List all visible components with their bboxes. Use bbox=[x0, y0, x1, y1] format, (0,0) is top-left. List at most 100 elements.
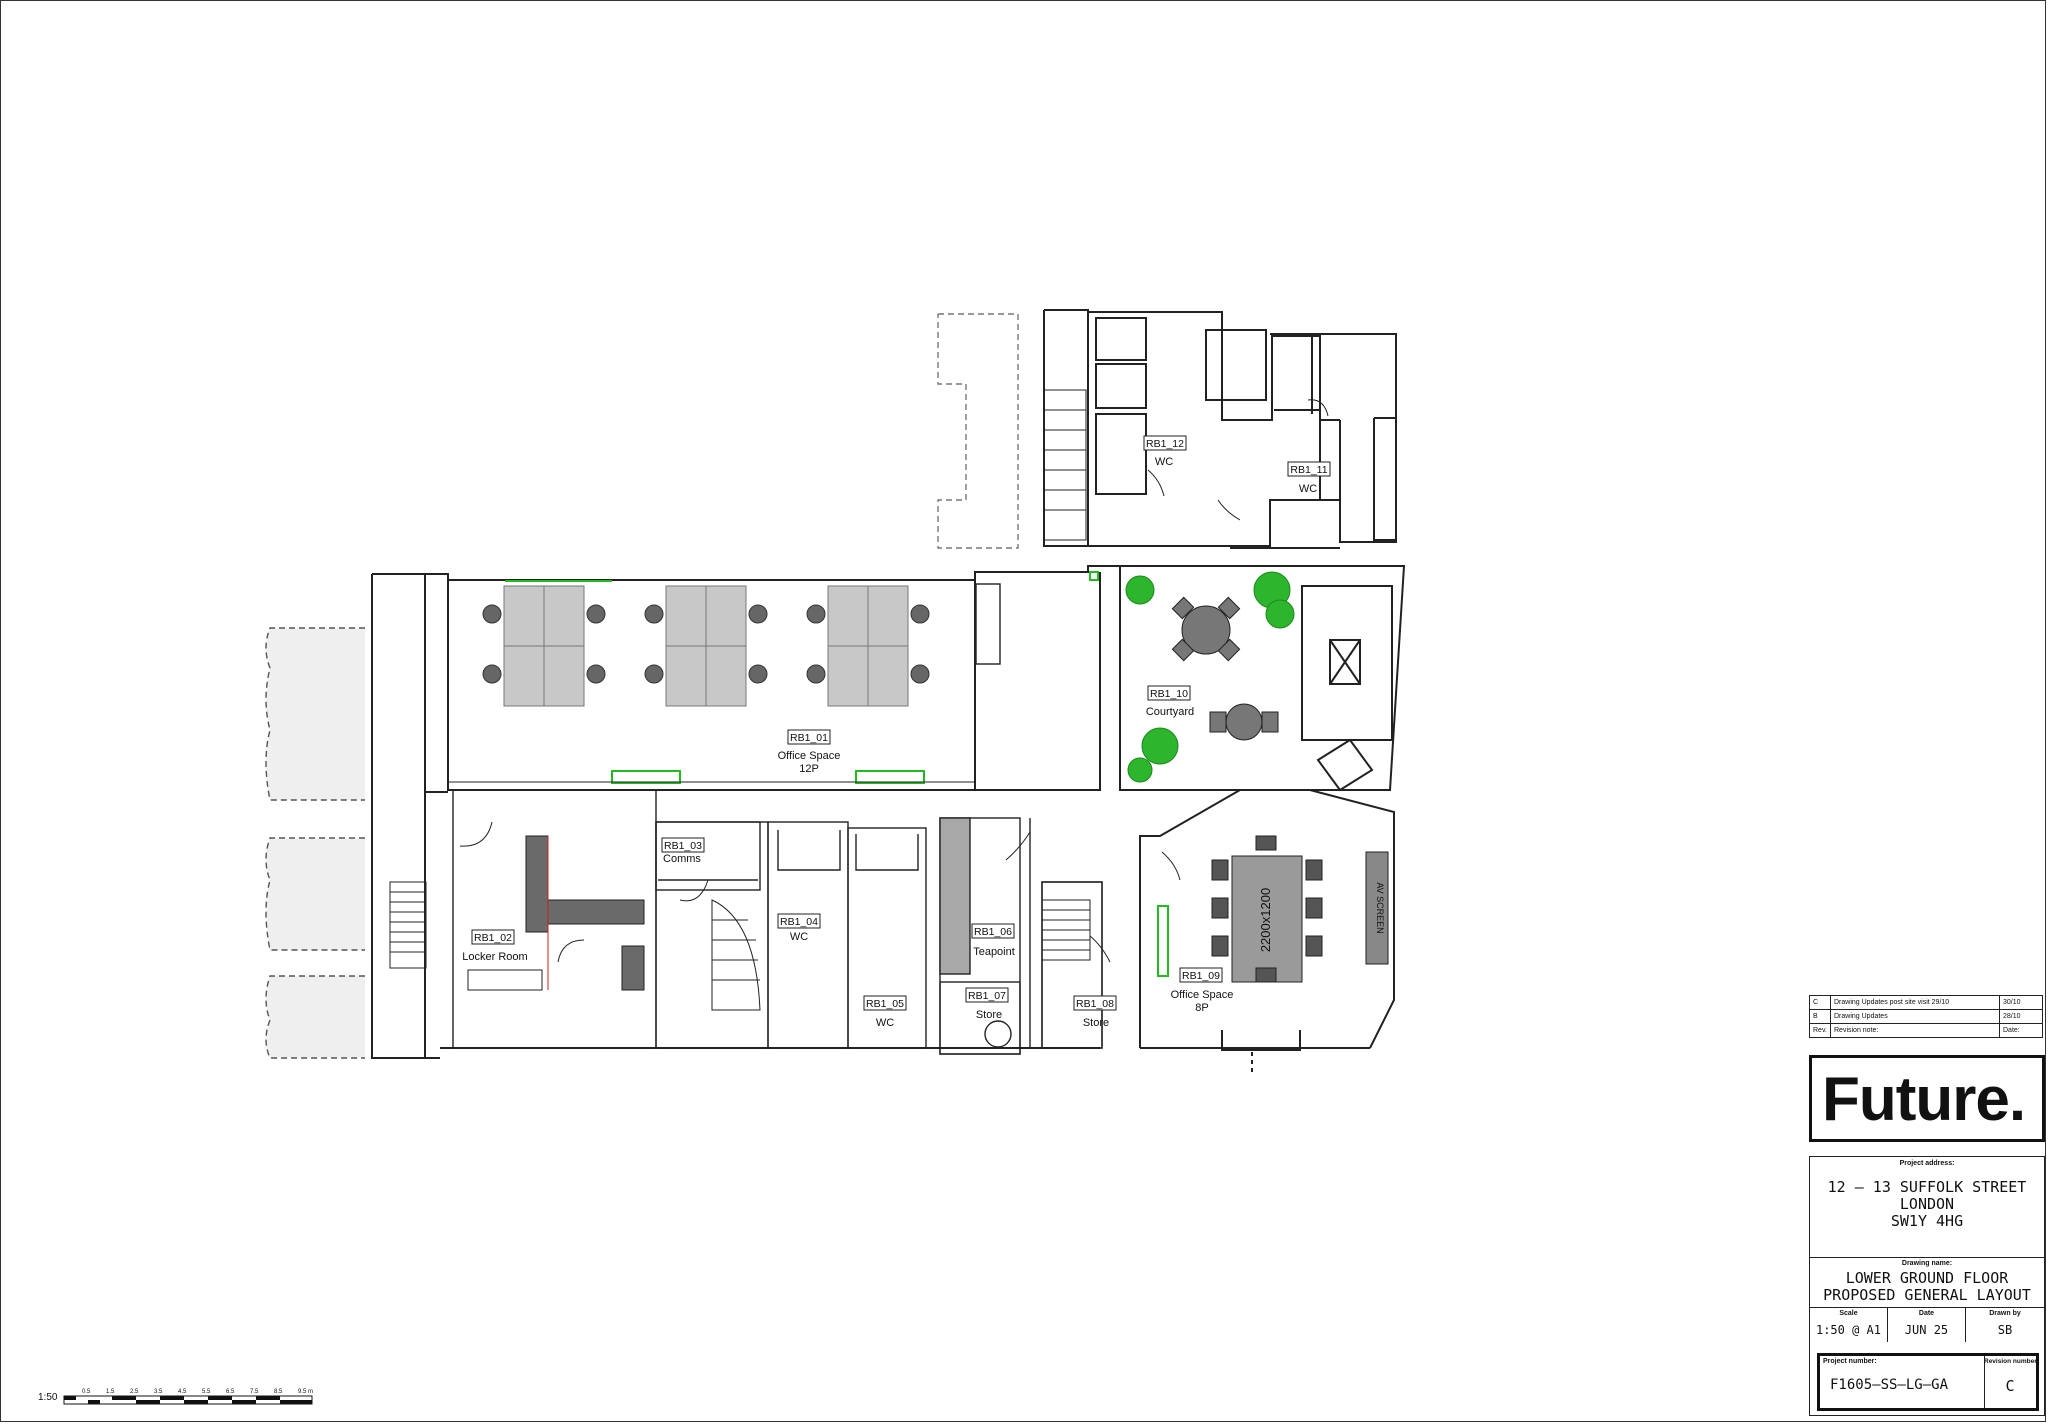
table-size-label: 2200x1200 bbox=[1258, 888, 1273, 952]
stairs bbox=[389, 389, 1091, 1011]
address-line: SW1Y 4HG bbox=[1890, 1212, 1964, 1230]
revision-number-cell: Revision number: C bbox=[1984, 1356, 2039, 1408]
svg-text:RB1_08: RB1_08 bbox=[1076, 998, 1114, 1010]
desk-chairs bbox=[482, 604, 930, 684]
address-line: LONDON bbox=[1899, 1195, 1955, 1213]
project-address: 12 – 13 SUFFOLK STREET LONDON SW1Y 4HG bbox=[1810, 1179, 2044, 1230]
scale-bar-label: 1:50 bbox=[38, 1392, 58, 1403]
date-value: JUN 25 bbox=[1904, 1323, 1949, 1337]
courtyard-furniture bbox=[1171, 596, 1279, 741]
svg-text:RB1_03: RB1_03 bbox=[664, 840, 702, 852]
svg-text:WC: WC bbox=[790, 931, 808, 943]
svg-text:RB1_02: RB1_02 bbox=[474, 932, 512, 944]
plants bbox=[1125, 571, 1295, 783]
svg-text:RB1_11: RB1_11 bbox=[1290, 464, 1327, 476]
svg-text:RB1_10: RB1_10 bbox=[1150, 688, 1188, 700]
svg-text:RB1_09: RB1_09 bbox=[1182, 970, 1220, 982]
av-screen: AV SCREEN bbox=[1365, 851, 1389, 965]
drawn-by-caption: Drawn by bbox=[1989, 1310, 2021, 1317]
store-cylinder bbox=[984, 1020, 1012, 1048]
revision-number-value: C bbox=[2005, 1377, 2015, 1395]
room-tag-rb1-02: RB1_02 Locker Room bbox=[462, 929, 528, 963]
green-glazing bbox=[505, 571, 1169, 977]
room-tag-rb1-09: RB1_09 Office Space 8P bbox=[1171, 967, 1234, 1014]
svg-text:8P: 8P bbox=[1195, 1002, 1208, 1014]
svg-text:3.5: 3.5 bbox=[154, 1389, 163, 1395]
room-tag-rb1-01: RB1_01 Office Space 12P bbox=[778, 729, 841, 775]
office-shelf bbox=[975, 583, 1001, 665]
lockers bbox=[467, 835, 645, 991]
address-caption: Project address: bbox=[1899, 1160, 1955, 1167]
date-cell: Date JUN 25 bbox=[1888, 1308, 1966, 1342]
project-number-caption: Project number: bbox=[1823, 1358, 1877, 1365]
room-tag-rb1-08: RB1_08 Store bbox=[1073, 995, 1117, 1029]
av-screen-label: AV SCREEN bbox=[1375, 882, 1385, 933]
drawing-line: LOWER GROUND FLOOR bbox=[1845, 1269, 2009, 1287]
company-logo: Future. bbox=[1809, 1055, 2045, 1142]
drawing-meta-row: Scale 1:50 @ A1 Date JUN 25 Drawn by SB bbox=[1810, 1307, 2044, 1342]
svg-text:RB1_05: RB1_05 bbox=[866, 998, 904, 1010]
drawn-by-value: SB bbox=[1997, 1323, 2013, 1337]
svg-text:Store: Store bbox=[1083, 1017, 1109, 1029]
room-tag-rb1-06: RB1_06 Teapoint bbox=[971, 923, 1015, 958]
vault-outlines bbox=[265, 627, 365, 1059]
svg-text:WC: WC bbox=[1155, 456, 1173, 468]
room-tag-rb1-12: RB1_12 WC bbox=[1143, 435, 1187, 468]
revision-table: C Drawing Updates post site visit 29/10 … bbox=[1809, 995, 2043, 1038]
desk-clusters bbox=[503, 585, 909, 707]
drawing-caption: Drawing name: bbox=[1901, 1260, 1953, 1267]
revision-row: C Drawing Updates post site visit 29/10 … bbox=[1809, 995, 2043, 1010]
meeting-table: 2200x1200 bbox=[1211, 835, 1323, 983]
svg-text:6.5: 6.5 bbox=[226, 1389, 235, 1395]
svg-text:RB1_12: RB1_12 bbox=[1146, 438, 1184, 450]
svg-text:RB1_04: RB1_04 bbox=[780, 916, 818, 928]
svg-text:Courtyard: Courtyard bbox=[1146, 706, 1194, 718]
room-tag-rb1-07: RB1_07 Store bbox=[965, 987, 1009, 1021]
svg-text:Comms: Comms bbox=[663, 853, 701, 865]
drawing-name-section: Drawing name: LOWER GROUND FLOOR PROPOSE… bbox=[1810, 1257, 2044, 1304]
svg-text:8.5: 8.5 bbox=[274, 1389, 283, 1395]
project-number-box: Project number: F1605–SS–LG–GA Revision … bbox=[1817, 1353, 2039, 1411]
svg-text:Office Space: Office Space bbox=[778, 750, 841, 762]
drawing-line: PROPOSED GENERAL LAYOUT bbox=[1823, 1286, 2031, 1304]
wc-block-walls bbox=[1043, 309, 1397, 549]
logo-text: Future. bbox=[1822, 1065, 2026, 1134]
svg-text:m: m bbox=[308, 1389, 313, 1395]
svg-text:Office Space: Office Space bbox=[1171, 989, 1234, 1001]
revision-number-caption: Revision number: bbox=[1984, 1358, 2039, 1365]
room-tag-rb1-03: RB1_03 Comms bbox=[661, 837, 705, 865]
revision-row: B Drawing Updates 28/10 bbox=[1809, 1009, 2043, 1024]
room-tag-rb1-10: RB1_10 Courtyard bbox=[1146, 685, 1194, 718]
scale-caption: Scale bbox=[1839, 1310, 1858, 1317]
svg-text:9.5: 9.5 bbox=[298, 1389, 307, 1395]
room-tag-rb1-11: RB1_11 WC bbox=[1287, 461, 1331, 495]
date-caption: Date bbox=[1918, 1310, 1935, 1317]
svg-text:Teapoint: Teapoint bbox=[973, 946, 1015, 958]
svg-text:4.5: 4.5 bbox=[178, 1389, 187, 1395]
svg-text:WC: WC bbox=[1299, 483, 1317, 495]
svg-text:7.5: 7.5 bbox=[250, 1389, 259, 1395]
drawn-by-cell: Drawn by SB bbox=[1966, 1308, 2044, 1342]
scale-cell: Scale 1:50 @ A1 bbox=[1810, 1308, 1888, 1342]
svg-text:12P: 12P bbox=[799, 763, 819, 775]
lower-room-walls bbox=[452, 789, 1103, 1055]
project-number-value: F1605–SS–LG–GA bbox=[1830, 1377, 1949, 1393]
dashed-lightwell bbox=[937, 313, 1019, 549]
room-tag-rb1-05: RB1_05 WC bbox=[863, 995, 907, 1029]
scale-bar: 0.5 1.5 2.5 3.5 4.5 5.5 6.5 7.5 8.5 9.5 … bbox=[63, 1389, 313, 1405]
address-line: 12 – 13 SUFFOLK STREET bbox=[1827, 1178, 2027, 1196]
svg-text:Store: Store bbox=[976, 1009, 1002, 1021]
svg-text:2.5: 2.5 bbox=[130, 1389, 139, 1395]
scale-value: 1:50 @ A1 bbox=[1815, 1323, 1882, 1337]
room-tag-rb1-04: RB1_04 WC bbox=[777, 913, 821, 943]
svg-text:RB1_07: RB1_07 bbox=[968, 990, 1006, 1002]
courtyard-walls bbox=[1100, 565, 1406, 1072]
title-block: Project address: 12 – 13 SUFFOLK STREET … bbox=[1809, 1156, 2045, 1416]
svg-text:WC: WC bbox=[876, 1017, 894, 1029]
project-number-cell: Project number: F1605–SS–LG–GA bbox=[1820, 1356, 1985, 1408]
teapoint-counter bbox=[939, 817, 971, 975]
svg-text:0.5: 0.5 bbox=[82, 1389, 91, 1395]
door-swings bbox=[459, 399, 1329, 963]
drawing-name: LOWER GROUND FLOOR PROPOSED GENERAL LAYO… bbox=[1810, 1270, 2044, 1304]
